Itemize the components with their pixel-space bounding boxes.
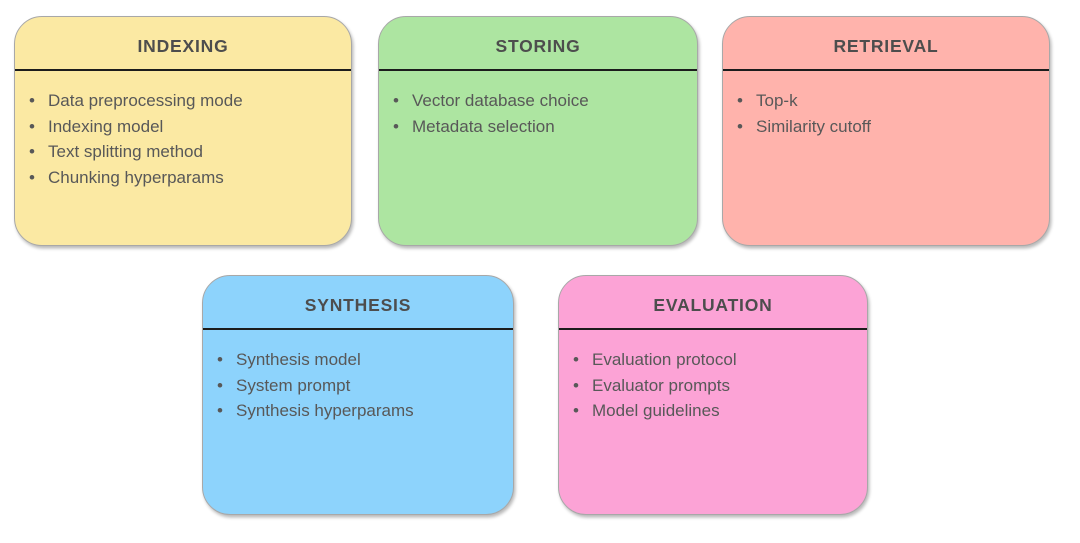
card-title-storing: STORING (495, 36, 581, 56)
bullet-icon: • (573, 401, 579, 420)
list-item-label: Text splitting method (48, 142, 203, 161)
card-divider-synthesis (203, 328, 513, 330)
card-indexing[interactable]: INDEXING • Data preprocessing mode • Index… (14, 16, 352, 246)
card-list-evaluation: •Evaluation protocol •Evaluator prompts … (559, 330, 867, 424)
bullet-icon: • (217, 401, 223, 420)
bullet-icon: • (29, 167, 35, 187)
list-item: • Model guidelines (559, 398, 867, 424)
list-item: • Vector database choice (379, 88, 697, 114)
card-storing[interactable]: STORING • Vector database choice • Metadat… (378, 16, 698, 246)
list-item-label: Similarity cutoff (756, 116, 871, 136)
list-item: • Metadata selection (379, 114, 697, 140)
list-item-label: Synthesis model (236, 350, 361, 369)
card-synthesis[interactable]: SYNTHESIS • Synthesis model • System promp… (202, 275, 514, 515)
list-item: • Evaluation protocol (559, 347, 867, 373)
card-list-retrieval: • Top-k • Similarity cutoff (723, 71, 1049, 139)
list-item-label: Indexing model (48, 116, 164, 136)
list-item-label: System prompt (236, 375, 351, 395)
bullet-icon: • (737, 91, 743, 110)
list-item-label: Chunking hyperparams (48, 167, 224, 187)
list-item-label: Evaluator prompts (592, 375, 730, 395)
card-title-synthesis: SYNTHESIS (304, 295, 412, 315)
list-item-label: Synthesis hyperparams (236, 401, 414, 420)
list-item: • Indexing model (15, 114, 351, 140)
bullet-icon: • (29, 116, 35, 136)
list-item: • Text splitting method (15, 139, 351, 165)
list-item: • Chunking hyperparams (15, 165, 351, 191)
bullet-icon: • (737, 116, 743, 136)
list-item-label: Data preprocessing mode (48, 91, 243, 110)
list-item-label: Evaluation protocol (592, 350, 737, 369)
bullet-icon: • (393, 91, 399, 110)
list-item: • Evaluator prompts (559, 373, 867, 399)
card-retrieval[interactable]: RETRIEVAL • Top-k • Similarity cutoff (722, 16, 1050, 246)
card-divider-retrieval (723, 69, 1049, 71)
card-list-indexing: • Data preprocessing mode • Indexing model… (15, 71, 351, 190)
list-item: • Similarity cutoff (723, 114, 1049, 140)
card-title-evaluation: EVALUATION (653, 295, 773, 315)
card-divider-storing (379, 69, 697, 71)
card-title-indexing: INDEXING (137, 36, 229, 56)
list-item-label: Top-k (756, 91, 798, 110)
list-item-label: Model guidelines (592, 401, 720, 420)
card-title-retrieval: RETRIEVAL (833, 36, 939, 56)
list-item-label: Metadata selection (412, 116, 555, 136)
bullet-icon: • (217, 350, 223, 369)
card-divider-indexing (15, 69, 351, 71)
card-evaluation[interactable]: EVALUATION • Evaluation protocol • Evaluat… (558, 275, 868, 515)
card-list-synthesis: • Synthesis model • System prompt • Synthes… (203, 330, 513, 424)
list-item: • Data preprocessing mode (15, 88, 351, 114)
card-list-storing: • Vector database choice • Metadata select… (379, 71, 697, 139)
bullet-icon: • (573, 350, 579, 369)
bullet-icon: • (29, 91, 35, 110)
list-item: • System prompt (203, 373, 513, 399)
card-divider-evaluation (559, 328, 867, 330)
bullet-icon: • (393, 116, 399, 136)
list-item: • Synthesis model (203, 347, 513, 373)
bullet-icon: • (573, 375, 579, 395)
bullet-icon: • (217, 375, 223, 395)
list-item: • Top-k (723, 88, 1049, 114)
list-item-label: Vector database choice (412, 91, 589, 110)
bullet-icon: • (29, 142, 35, 161)
list-item: • Synthesis hyperparams (203, 398, 513, 424)
